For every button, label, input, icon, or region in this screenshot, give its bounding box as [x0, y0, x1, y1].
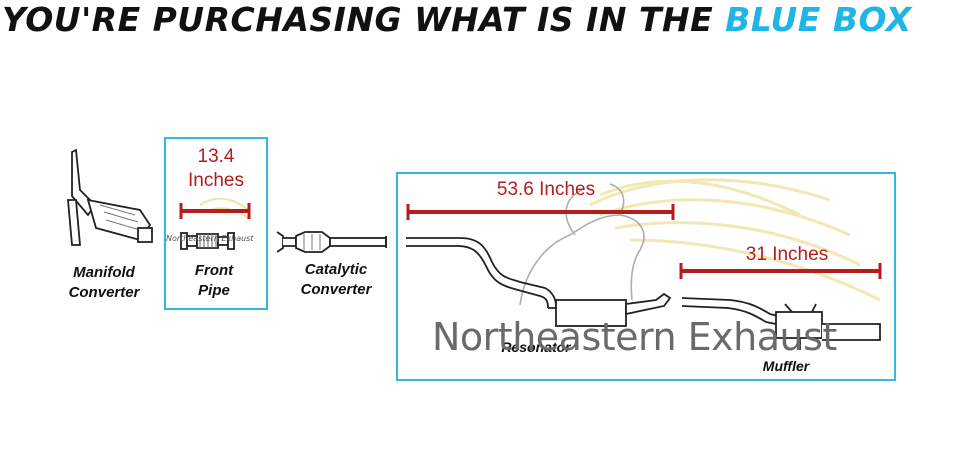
headline: YOU'RE PURCHASING WHAT IS IN THE BLUE BO… [0, 0, 960, 40]
catalytic-converter-label: Catalytic Converter [284, 260, 388, 300]
front-pipe-measure-value: 13.4 [197, 146, 235, 167]
catalytic-converter-drawing [276, 231, 387, 253]
watermark-flame-icon [589, 178, 881, 302]
rear-long-measure-label: 53.6 Inches [496, 179, 596, 200]
manifold-converter-drawing [67, 148, 153, 246]
rear-section-blue-box [396, 172, 896, 381]
northeastern-exhaust-watermark: Northeastern Exhaust [432, 315, 837, 359]
rear-short-measure-bar [679, 263, 882, 279]
front-pipe-measure-label: 13.4 Inches [166, 145, 266, 193]
rear-short-measure-label: 31 Inches [745, 244, 829, 265]
front-pipe-drawing [180, 232, 235, 250]
headline-highlight: BLUE BOX [725, 0, 912, 39]
front-pipe-watermark: Northeastern Exhaust [166, 234, 254, 243]
front-pipe-label: Front Pipe [166, 261, 262, 301]
manifold-converter-label-line1: Manifold [73, 264, 135, 281]
rear-long-measure-bar [406, 204, 675, 220]
manifold-converter-label: Manifold Converter [52, 263, 156, 303]
resonator-label: Resonator [501, 339, 571, 355]
front-pipe-label-line2: Pipe [198, 282, 230, 299]
front-pipe-blue-box [164, 137, 268, 310]
front-pipe-label-line1: Front [194, 262, 234, 279]
catalytic-converter-label-line1: Catalytic [304, 261, 368, 278]
manifold-converter-label-line2: Converter [68, 284, 140, 301]
front-pipe-measure-bar [179, 203, 251, 219]
headline-prefix: YOU'RE PURCHASING WHAT IS IN THE [2, 0, 726, 39]
catalytic-converter-label-line2: Converter [300, 281, 372, 298]
muffler-label: Muffler [762, 358, 810, 374]
front-pipe-measure-unit: Inches [188, 170, 244, 191]
rear-exhaust-drawing [406, 237, 881, 350]
